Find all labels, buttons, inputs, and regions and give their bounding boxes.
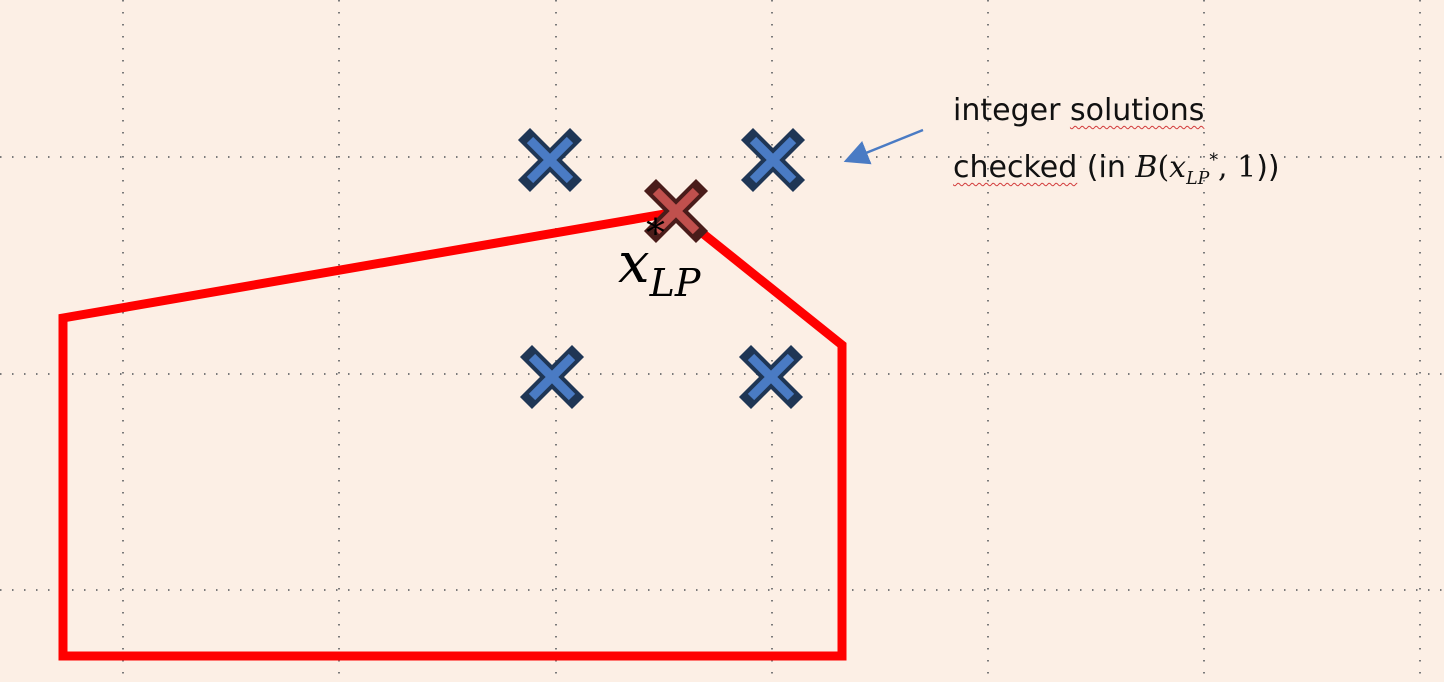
lp-label-symbol: x	[618, 231, 650, 296]
annotation-line-1: integer solutions	[953, 86, 1280, 136]
ball-args-rest: , 1	[1218, 150, 1257, 185]
x-mark-icon	[519, 344, 585, 410]
ball-var-symbol: x	[1169, 150, 1187, 185]
ball-var-superscript: *	[1209, 151, 1219, 171]
integer-solutions-annotation: integer solutions checked (in B(xLP*, 1)…	[953, 86, 1280, 204]
annotation-word-checked: checked	[953, 150, 1078, 185]
annotation-arrow	[843, 128, 924, 165]
ball-close-parens: ))	[1256, 150, 1280, 185]
x-mark-icon	[517, 127, 583, 193]
annotation-paren-in: (in	[1077, 150, 1136, 185]
lp-optimum-label: xLP *	[618, 214, 700, 302]
marker-layer	[517, 127, 806, 410]
x-mark-icon	[738, 344, 804, 410]
annotation-word-integer: integer	[953, 93, 1061, 128]
ball-open-paren: (	[1157, 150, 1170, 185]
ball-symbol: B	[1135, 150, 1158, 185]
feasible-region-outline	[58, 207, 847, 661]
ball-expression: B(xLP*, 1	[1135, 150, 1257, 189]
x-mark-icon	[643, 178, 709, 244]
lp-label-superscript: *	[646, 211, 665, 255]
annotation-line-2: checked (in B(xLP*, 1))	[953, 136, 1280, 204]
lp-label-subscript: LP	[649, 261, 701, 305]
x-mark-icon	[740, 127, 806, 193]
annotation-word-solutions: solutions	[1069, 93, 1205, 128]
ball-var-subscript: LP	[1186, 169, 1210, 189]
